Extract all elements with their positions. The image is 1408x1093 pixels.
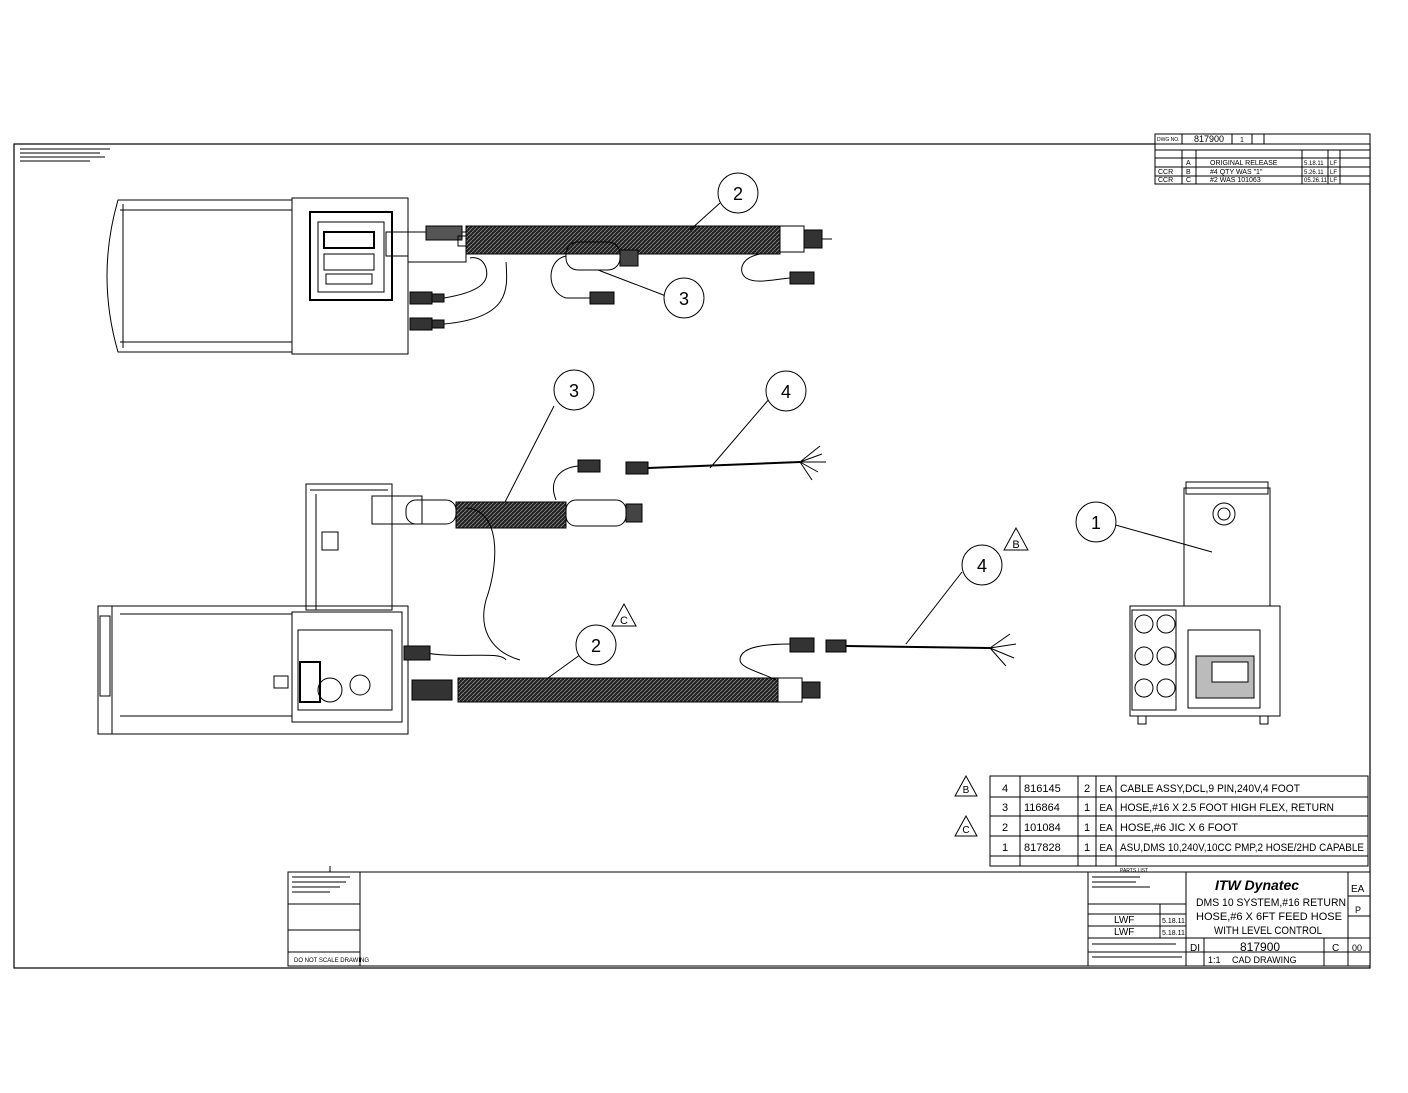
rev-flag-b-drawing: B xyxy=(1003,526,1029,551)
svg-text:1: 1 xyxy=(1084,842,1090,854)
balloon-1-right: 1 xyxy=(1075,501,1117,543)
svg-text:101084: 101084 xyxy=(1024,822,1061,834)
dwg-no-value: 817900 xyxy=(1240,940,1280,954)
parts-row-1: 1 817828 1 EA ASU,DMS 10,240V,10CC PMP,2… xyxy=(1002,842,1364,854)
svg-text:LF: LF xyxy=(1330,170,1337,176)
rev-row: CCR B #4 QTY WAS "1" 5.26.11 LF xyxy=(1158,169,1337,176)
rev-flag-c-drawing: C xyxy=(611,602,637,627)
drawing-border xyxy=(13,143,1371,969)
parts-row-flag: B xyxy=(963,785,970,796)
size-value: DI xyxy=(1190,943,1200,954)
drawn-by: LWF xyxy=(1114,915,1134,926)
scale-value: 1:1 xyxy=(1208,955,1221,965)
svg-text:3: 3 xyxy=(1002,802,1008,814)
svg-text:5.18.11: 5.18.11 xyxy=(1304,161,1324,167)
svg-text:EA: EA xyxy=(1099,823,1113,834)
rev-dwg-no: 817900 xyxy=(1194,134,1224,144)
rev-value: C xyxy=(1332,943,1339,954)
svg-text:EA: EA xyxy=(1099,784,1113,795)
svg-text:116864: 116864 xyxy=(1024,802,1060,814)
svg-text:CABLE ASSY,DCL,9 PIN,240V,4 FO: CABLE ASSY,DCL,9 PIN,240V,4 FOOT xyxy=(1120,783,1300,795)
svg-text:HOSE,#6 JIC X 6 FOOT: HOSE,#6 JIC X 6 FOOT xyxy=(1120,822,1238,834)
svg-text:816145: 816145 xyxy=(1024,783,1061,795)
balloon-4-right: 4 xyxy=(961,544,1003,586)
svg-text:EA: EA xyxy=(1099,803,1113,814)
parts-row-3: 3 116864 1 EA HOSE,#16 X 2.5 FOOT HIGH F… xyxy=(1002,802,1334,814)
checked-date: 5.18.11 xyxy=(1162,930,1185,937)
uom-value: EA xyxy=(1351,884,1365,895)
unit-top-view xyxy=(106,197,832,355)
svg-text:4: 4 xyxy=(977,556,987,576)
svg-text:A: A xyxy=(1186,160,1191,167)
company-logo-text: ITW Dynatec xyxy=(1215,877,1299,893)
svg-text:CCR: CCR xyxy=(1158,177,1173,184)
rev-dwg-label: DWG NO. xyxy=(1157,137,1180,143)
svg-text:LF: LF xyxy=(1330,178,1337,184)
revision-block: DWG NO. 817900 1 A ORIGINAL RELEASE 5.18… xyxy=(1154,133,1371,185)
title-line-2: HOSE,#6 X 6FT FEED HOSE xyxy=(1196,911,1342,923)
balloon-2-top: 2 xyxy=(717,172,759,214)
drawn-date: 5.18.11 xyxy=(1162,918,1185,925)
svg-text:3: 3 xyxy=(679,289,689,309)
svg-text:1: 1 xyxy=(1091,513,1101,533)
svg-text:ORIGINAL RELEASE: ORIGINAL RELEASE xyxy=(1210,160,1278,167)
svg-text:CCR: CCR xyxy=(1158,169,1173,176)
svg-text:C: C xyxy=(620,615,628,627)
parts-row-flag: C xyxy=(962,825,969,836)
title-block: ITW Dynatec DMS 10 SYSTEM,#16 RETURN HOS… xyxy=(287,871,1371,967)
checked-by: LWF xyxy=(1114,927,1134,938)
svg-text:ASU,DMS 10,240V,10CC PMP,2 HOS: ASU,DMS 10,240V,10CC PMP,2 HOSE/2HD CAPA… xyxy=(1120,842,1364,854)
unit-end-view xyxy=(1111,481,1281,725)
svg-text:2: 2 xyxy=(1084,783,1090,795)
svg-text:1: 1 xyxy=(1084,802,1090,814)
group-value: 00 xyxy=(1352,943,1362,953)
svg-text:#4 QTY WAS "1": #4 QTY WAS "1" xyxy=(1210,169,1263,176)
svg-text:4: 4 xyxy=(1002,783,1008,795)
do-not-scale-note: DO NOT SCALE DRAWING xyxy=(294,958,369,964)
svg-text:2: 2 xyxy=(591,636,601,656)
svg-text:EA: EA xyxy=(1099,843,1113,854)
svg-text:B: B xyxy=(1012,539,1019,551)
parts-row-2: C 2 101084 1 EA HOSE,#6 JIC X 6 FOOT xyxy=(954,814,1238,837)
parts-list-title: PARTS LIST xyxy=(1120,868,1148,874)
svg-text:5.26.11: 5.26.11 xyxy=(1304,170,1324,176)
cad-drawing-label: CAD DRAWING xyxy=(1232,955,1297,965)
balloon-4-mid: 4 xyxy=(765,370,807,412)
svg-text:817828: 817828 xyxy=(1024,842,1061,854)
svg-text:2: 2 xyxy=(733,184,743,204)
svg-text:B: B xyxy=(1186,169,1191,176)
status-value: P xyxy=(1355,905,1361,915)
svg-text:4: 4 xyxy=(781,382,791,402)
title-line-1: DMS 10 SYSTEM,#16 RETURN xyxy=(1196,897,1346,909)
svg-text:3: 3 xyxy=(569,381,579,401)
balloon-3-top: 3 xyxy=(663,277,705,319)
rev-row: A ORIGINAL RELEASE 5.18.11 LF xyxy=(1186,160,1337,167)
parts-row-4: B 4 816145 2 EA CABLE ASSY,DCL,9 PIN,240… xyxy=(954,774,1300,797)
proprietary-notice xyxy=(20,148,110,162)
rev-sheet: 1 xyxy=(1240,137,1244,144)
svg-text:05.26.11: 05.26.11 xyxy=(1304,178,1328,184)
unit-front-view xyxy=(97,397,1017,735)
svg-text:LF: LF xyxy=(1330,161,1337,167)
parts-list: PARTS LIST B 4 816145 2 EA CABLE ASSY,DC… xyxy=(954,774,1369,874)
balloon-3-mid: 3 xyxy=(553,369,595,411)
svg-text:HOSE,#16 X 2.5 FOOT HIGH FLEX,: HOSE,#16 X 2.5 FOOT HIGH FLEX, RETURN xyxy=(1120,802,1334,814)
title-line-3: WITH LEVEL CONTROL xyxy=(1214,925,1322,937)
rev-row: CCR C #2 WAS 101063 05.26.11 LF xyxy=(1158,177,1337,184)
svg-text:C: C xyxy=(1186,177,1191,184)
balloon-2-mid: 2 xyxy=(575,624,617,666)
svg-text:1: 1 xyxy=(1084,822,1090,834)
svg-text:#2 WAS 101063: #2 WAS 101063 xyxy=(1210,177,1261,184)
svg-text:2: 2 xyxy=(1002,822,1008,834)
svg-text:1: 1 xyxy=(1002,842,1008,854)
